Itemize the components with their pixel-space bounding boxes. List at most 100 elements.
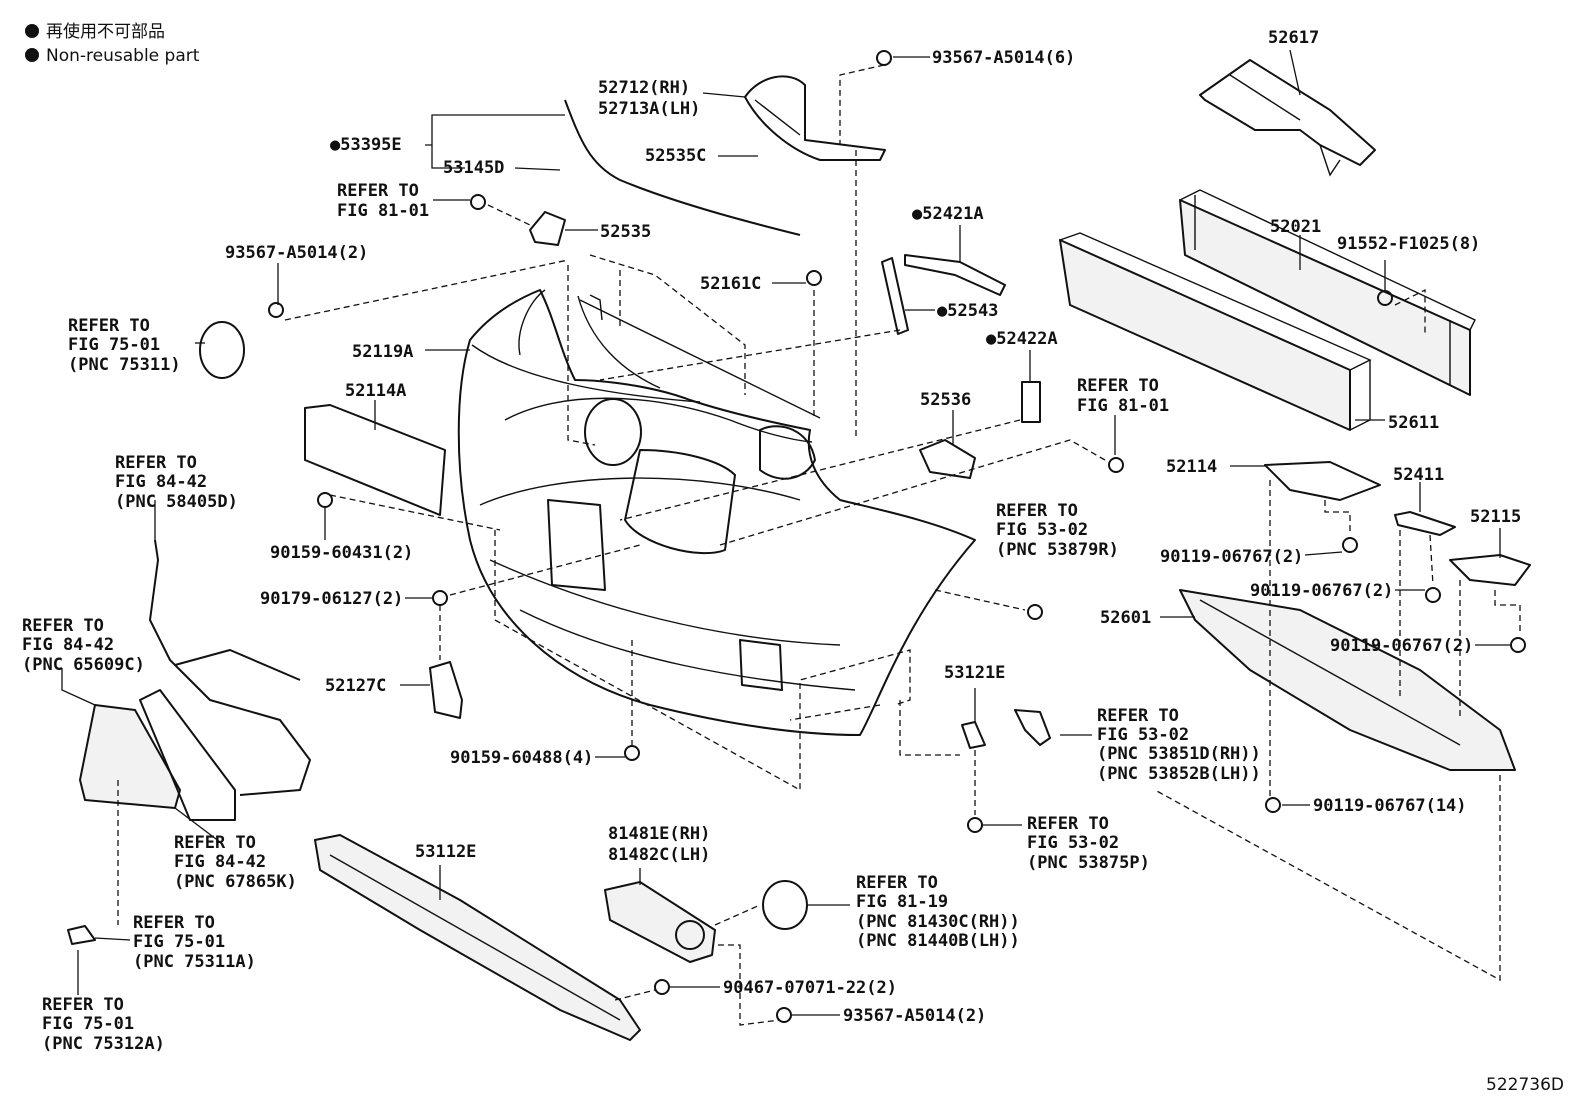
- grille-53112E: [314, 834, 641, 1041]
- legend-bullet: [25, 24, 39, 38]
- part-label: REFER TO: [1027, 814, 1109, 834]
- part-label: (PNC 75311): [68, 355, 181, 375]
- part-label: FIG 81-01: [1077, 396, 1169, 416]
- part-label: 52535C: [645, 146, 706, 166]
- part-label: REFER TO: [42, 995, 124, 1015]
- part-label: REFER TO: [133, 913, 215, 933]
- part-label: REFER TO: [856, 873, 938, 893]
- part-label: (PNC 53875P): [1027, 853, 1150, 873]
- part-label: 52161C: [700, 274, 761, 294]
- absorber-52601: [1179, 589, 1516, 771]
- part-label: 52535: [600, 222, 651, 242]
- part-label: REFER TO: [22, 616, 104, 636]
- part-label: REFER TO: [68, 316, 150, 336]
- part-label: 52712(RH): [598, 78, 690, 98]
- bracket-53851D: [1014, 709, 1051, 746]
- grille-52712: [744, 75, 886, 161]
- part-label: ●52543: [937, 301, 998, 321]
- moulding-53395E: [564, 99, 801, 236]
- part-label: (PNC 65609C): [22, 655, 145, 675]
- part-label: (PNC 53852B(LH)): [1097, 764, 1261, 784]
- part-label: (PNC 81430C(RH)): [856, 912, 1020, 932]
- part-label: 90159-60488(4): [450, 748, 593, 768]
- part-label: 90467-07071-22(2): [723, 978, 897, 998]
- part-label: 81481E(RH): [608, 824, 710, 844]
- part-label: 52021: [1270, 217, 1321, 237]
- part-label: 90119-06767(14): [1313, 796, 1467, 816]
- legend: 再使用不可部品 Non-reusable part: [25, 21, 200, 66]
- part-label: 53121E: [944, 663, 1005, 683]
- part-label: 93567-A5014(2): [225, 243, 368, 263]
- part-label: 52115: [1470, 507, 1521, 527]
- part-label: 90119-06767(2): [1160, 547, 1303, 567]
- seal-52543: [881, 257, 909, 335]
- part-label: (PNC 75311A): [133, 952, 256, 972]
- fog-lamp: [762, 880, 808, 930]
- part-label: REFER TO: [1097, 706, 1179, 726]
- part-label: 52617: [1268, 28, 1319, 48]
- headlamp-wiring: [149, 539, 311, 796]
- part-label: FIG 84-42: [22, 635, 114, 655]
- part-label: REFER TO: [174, 833, 256, 853]
- part-label: (PNC 67865K): [174, 872, 297, 892]
- part-label: 52611: [1388, 413, 1439, 433]
- part-label: 90159-60431(2): [270, 543, 413, 563]
- part-label: FIG 84-42: [174, 852, 266, 872]
- clip-53121E: [961, 721, 986, 749]
- part-label: FIG 75-01: [42, 1014, 134, 1034]
- part-label: FIG 84-42: [115, 472, 207, 492]
- part-label: REFER TO: [996, 501, 1078, 521]
- part-label: FIG 81-01: [337, 201, 429, 221]
- bracket-52411: [1394, 511, 1456, 536]
- part-label: 90119-06767(2): [1250, 581, 1393, 601]
- part-label: 90179-06127(2): [260, 589, 403, 609]
- part-label: FIG 53-02: [1027, 833, 1119, 853]
- part-label: 52601: [1100, 608, 1151, 628]
- part-label: 52411: [1393, 465, 1444, 485]
- leader-lines: [61, 49, 1521, 1026]
- support-52617: [1199, 59, 1376, 177]
- plate-52114A: [304, 404, 446, 516]
- part-label: (PNC 53879R): [996, 540, 1119, 560]
- part-label: 93567-A5014(2): [843, 1006, 986, 1026]
- part-label: 52713A(LH): [598, 99, 700, 119]
- legend-text-jp: 再使用不可部品: [46, 21, 165, 42]
- part-label: (PNC 58405D): [115, 492, 238, 512]
- part-label: ●52422A: [986, 329, 1058, 349]
- part-label: FIG 75-01: [68, 335, 160, 355]
- part-label: FIG 81-19: [856, 892, 948, 912]
- emblem: [199, 321, 245, 379]
- legend-bullet: [25, 48, 39, 62]
- part-label: FIG 75-01: [133, 932, 225, 952]
- part-label: 52114A: [345, 381, 406, 401]
- part-label: REFER TO: [337, 181, 419, 201]
- part-label: 53145D: [443, 158, 504, 178]
- part-label: 91552-F1025(8): [1337, 234, 1480, 254]
- part-label: (PNC 81440B(LH)): [856, 931, 1020, 951]
- fog-cover-81481E: [604, 881, 716, 963]
- cover-52127C: [429, 661, 463, 719]
- callout-labels: 93567-A5014(6) 52712(RH) 52713A(LH) ●533…: [22, 28, 1521, 1054]
- part-label: FIG 53-02: [996, 520, 1088, 540]
- spacer-52422A: [1021, 381, 1041, 423]
- part-label: ●53395E: [330, 135, 402, 155]
- legend-text-en: Non-reusable part: [46, 46, 200, 66]
- seal-52421A: [904, 254, 1006, 296]
- part-label: REFER TO: [1077, 376, 1159, 396]
- part-label: FIG 53-02: [1097, 725, 1189, 745]
- bracket-52115: [1449, 554, 1531, 586]
- emblem-small: [67, 925, 96, 945]
- part-label: 81482C(LH): [608, 845, 710, 865]
- part-label: 52127C: [325, 676, 386, 696]
- bracket-52114: [1264, 461, 1381, 501]
- part-label: REFER TO: [115, 453, 197, 473]
- part-label: (PNC 53851D(RH)): [1097, 744, 1261, 764]
- part-label: (PNC 75312A): [42, 1034, 165, 1054]
- retainer-52535: [529, 211, 566, 246]
- part-label: 52114: [1166, 457, 1217, 477]
- diagram-id: 522736D: [1486, 1075, 1564, 1095]
- bumper-cover-52119A: [457, 289, 976, 736]
- part-label: 53112E: [415, 842, 476, 862]
- part-label: 93567-A5014(6): [932, 48, 1075, 68]
